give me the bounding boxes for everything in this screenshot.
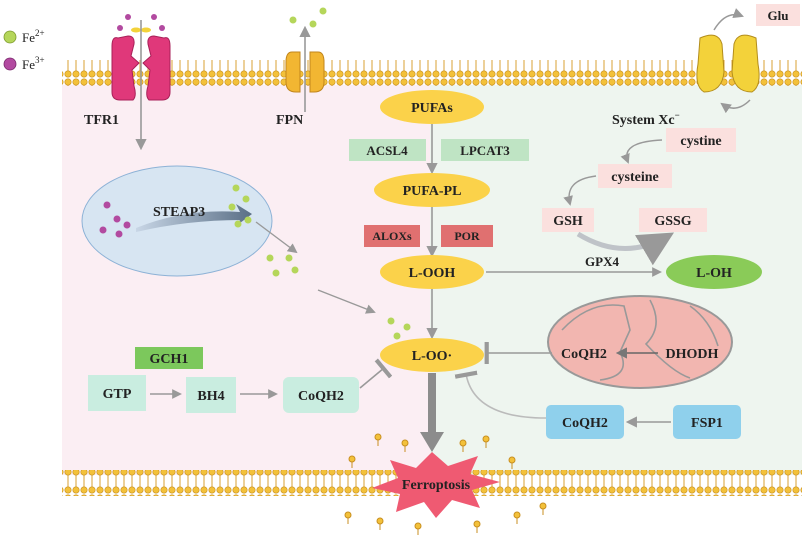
fe2-exported-1 <box>289 16 297 24</box>
svg-text:Fe2+: Fe2+ <box>22 28 45 45</box>
cystine-label: cystine <box>680 134 721 149</box>
pufas-label: PUFAs <box>411 101 453 116</box>
ferroptosis-label: Ferroptosis <box>402 478 471 493</box>
ferroptosis-star <box>372 452 500 518</box>
gsh-gssg-cycle-arrow <box>576 231 675 266</box>
fe2-legend-sup: 2+ <box>35 28 45 38</box>
fe2-release-arrow <box>255 221 298 254</box>
aloxs-label: ALOXs <box>372 229 412 243</box>
acsl4-box <box>349 139 426 161</box>
l-oo-node <box>380 338 484 372</box>
steap3-label: STEAP3 <box>153 205 205 220</box>
fe2-near-loo-1 <box>387 317 395 325</box>
fe3-legend-icon <box>3 57 17 71</box>
gch1-label: GCH1 <box>150 352 189 367</box>
l-ooh-node <box>380 255 484 289</box>
fe2-exported-3 <box>319 7 327 15</box>
glu-box <box>756 4 800 26</box>
lpcat3-label: LPCAT3 <box>460 143 510 158</box>
coqh2-fsp1-label: CoQH2 <box>562 416 608 431</box>
cysteine-to-gsh-arrow <box>563 175 597 206</box>
l-ooh-label: L-OOH <box>409 266 456 281</box>
pufa-pl-node <box>374 173 490 207</box>
svg-text:Fe3+: Fe3+ <box>22 55 45 72</box>
por-box <box>441 225 493 247</box>
fe2-legend-icon <box>3 30 17 44</box>
coqh2-gch1-box <box>283 377 359 413</box>
fsp1-coqh2-inhibit-line <box>454 370 547 419</box>
pufa-pl-label: PUFA-PL <box>403 184 462 199</box>
steap3-reduction-arrow <box>136 204 252 232</box>
pufas-node <box>380 90 484 124</box>
fe3-legend-label: Fe <box>22 57 35 72</box>
cytosolic-fe2-pool <box>266 254 299 277</box>
cystine-to-cysteine-arrow <box>620 139 663 164</box>
l-oh-label: L-OH <box>696 266 732 281</box>
top-membrane <box>62 60 802 86</box>
glu-label: Glu <box>768 8 789 23</box>
dhodh-label: DHODH <box>666 347 719 362</box>
system-xc-import-arrow <box>720 99 751 114</box>
acsl4-label: ACSL4 <box>366 143 408 158</box>
system-xc-label: System Xc− <box>612 110 680 128</box>
lpcat3-box <box>441 139 529 161</box>
gpx4-label: GPX4 <box>585 254 619 269</box>
cysteine-label: cysteine <box>611 170 658 185</box>
gch1-coqh2-inhibit-line <box>359 358 393 389</box>
gssg-box <box>639 208 707 232</box>
l-oo-label: L-OO· <box>412 349 452 364</box>
fe2-near-loo-2 <box>403 323 411 331</box>
fe2-in-endosome <box>228 184 252 228</box>
loo-to-ferroptosis-arrow <box>420 373 444 452</box>
system-xc-exchange-arrows <box>713 8 744 31</box>
bh4-label: BH4 <box>197 389 224 404</box>
legend: Fe2+ Fe3+ <box>3 28 45 72</box>
bh4-box <box>186 377 236 413</box>
fe2-near-loo-3 <box>393 332 401 340</box>
coqh2-fsp1-box <box>546 405 624 439</box>
por-label: POR <box>454 229 480 243</box>
coqh2-gch1-label: CoQH2 <box>298 389 344 404</box>
tfr1-label: TFR1 <box>84 113 119 128</box>
l-oh-node <box>666 255 762 289</box>
fpn-transporter-icon <box>285 51 325 93</box>
fe2-exported-2 <box>309 20 317 28</box>
gtp-box <box>88 375 146 411</box>
fpn-label: FPN <box>276 113 303 128</box>
coqh2-mito-label: CoQH2 <box>561 347 607 362</box>
mitochondrion <box>547 295 733 389</box>
fe3-legend-sup: 3+ <box>35 55 45 65</box>
aloxs-box <box>364 225 420 247</box>
cysteine-box <box>598 164 672 188</box>
fsp1-box <box>673 405 741 439</box>
fe3-in-endosome <box>99 201 131 238</box>
gch1-box <box>135 347 203 369</box>
system-xc-transporter-icon <box>696 34 760 93</box>
system-xc-sup: − <box>675 110 680 120</box>
system-xc-text: System Xc <box>612 113 675 128</box>
gtp-label: GTP <box>103 387 132 402</box>
gsh-label: GSH <box>553 214 583 229</box>
fsp1-label: FSP1 <box>691 416 723 431</box>
released-lipid-fragments <box>344 433 547 535</box>
fe2-to-loo-arrow <box>317 289 376 314</box>
gssg-label: GSSG <box>654 214 691 229</box>
mitochondrion-cristae <box>561 299 719 381</box>
cystine-box <box>666 128 736 152</box>
tfr1-transporter-icon <box>111 14 171 101</box>
fe2-legend-label: Fe <box>22 30 35 45</box>
gsh-box <box>542 208 594 232</box>
